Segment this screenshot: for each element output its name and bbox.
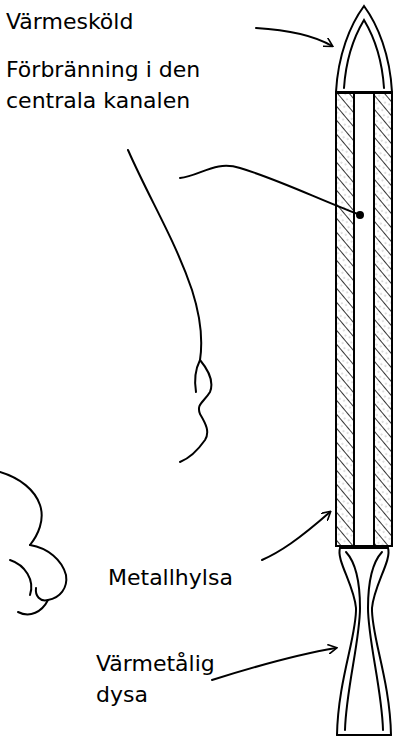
part-label: Värmesköld <box>6 6 256 37</box>
part-label: Förbränning i den centrala kanalen <box>6 54 221 116</box>
part-label: Värmetålig dysa <box>96 648 256 710</box>
part-label: Metallhylsa <box>108 562 348 593</box>
